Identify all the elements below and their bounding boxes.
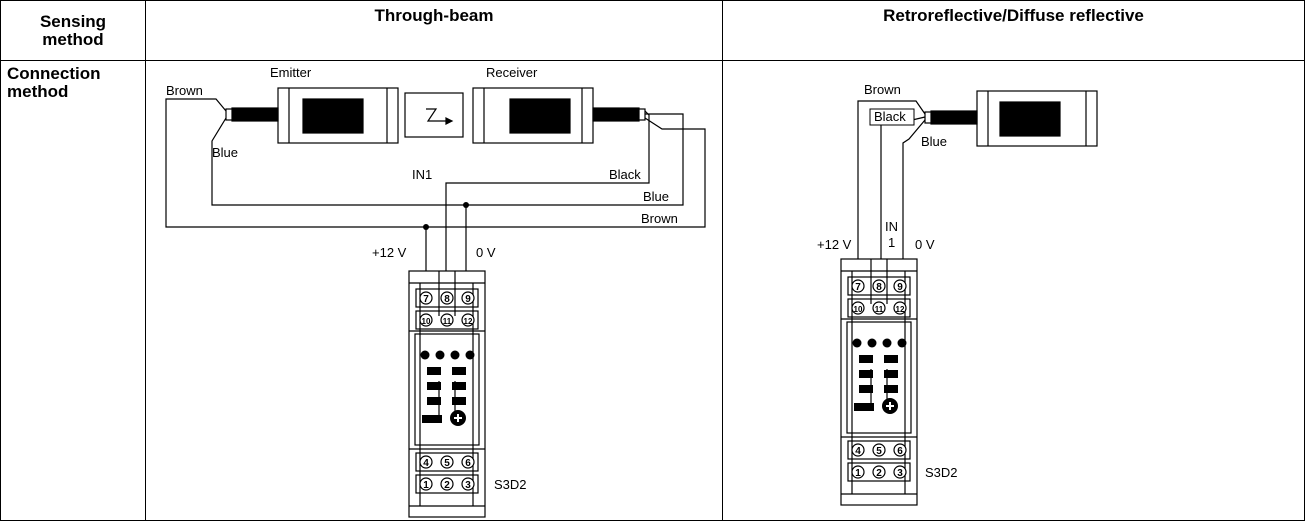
label-in1: IN1 <box>412 167 432 182</box>
row-label-connection-method: Connection method <box>7 64 101 101</box>
label-emitter: Emitter <box>270 65 312 80</box>
terminal-3: 3 <box>897 468 903 479</box>
label-brown-right: Brown <box>641 211 678 226</box>
terminal-7: 7 <box>423 294 429 305</box>
terminal-5: 5 <box>876 446 882 457</box>
header-sensing-method: Sensing method <box>0 0 146 61</box>
connection-row: Connection method <box>0 60 1305 521</box>
label-0v-2: 0 V <box>915 237 935 252</box>
indicator-panel-2 <box>852 338 907 414</box>
label-plus12v-2: +12 V <box>817 237 852 252</box>
terminal-5: 5 <box>444 458 450 469</box>
label-in: IN <box>885 219 898 234</box>
terminal-2: 2 <box>876 468 882 479</box>
terminal-6: 6 <box>897 446 903 457</box>
label-0v: 0 V <box>476 245 496 260</box>
terminal-11: 11 <box>443 317 452 326</box>
terminal-6: 6 <box>465 458 471 469</box>
label-blue-right: Blue <box>643 189 669 204</box>
row-label-cell: Connection method <box>0 60 146 521</box>
terminal-4: 4 <box>423 458 429 469</box>
label-black-right: Black <box>609 167 641 182</box>
junction-dot <box>423 224 429 230</box>
terminal-1: 1 <box>423 480 429 491</box>
through-beam-diagram-cell: 7 8 9 10 11 12 4 5 6 1 2 3 <box>145 60 723 521</box>
terminal-12: 12 <box>464 317 473 326</box>
reflective-diagram: 7 8 9 10 11 12 4 5 6 1 2 3 <box>817 82 1098 506</box>
label-blue: Blue <box>921 134 947 149</box>
terminal-10: 10 <box>854 305 863 314</box>
header-row: Sensing method Through-beam Retroreflect… <box>0 0 1305 61</box>
header-through-beam: Through-beam <box>145 0 723 61</box>
receiver-wires <box>426 110 706 271</box>
terminal-4: 4 <box>855 446 861 457</box>
label-receiver: Receiver <box>486 65 538 80</box>
terminal-7: 7 <box>855 282 861 293</box>
through-beam-diagram: 7 8 9 10 11 12 4 5 6 1 2 3 <box>165 65 706 518</box>
terminal-3: 3 <box>465 480 471 491</box>
terminal-9: 9 <box>465 294 471 305</box>
terminal-9: 9 <box>897 282 903 293</box>
terminal-8: 8 <box>444 294 450 305</box>
terminal-12: 12 <box>896 305 905 314</box>
terminal-8: 8 <box>876 282 882 293</box>
label-model: S3D2 <box>494 477 527 492</box>
label-blue-left: Blue <box>212 145 238 160</box>
terminal-10: 10 <box>422 317 431 326</box>
junction-dot <box>463 202 469 208</box>
black-label-box <box>869 108 915 126</box>
reflective-sensor <box>924 90 1098 147</box>
light-beam-symbol <box>404 92 464 138</box>
indicator-panel <box>420 350 475 426</box>
receiver-sensor <box>472 87 646 144</box>
label-in-num: 1 <box>888 235 895 250</box>
label-plus12v: +12 V <box>372 245 407 260</box>
terminal-1: 1 <box>855 468 861 479</box>
header-reflective: Retroreflective/Diffuse reflective <box>722 0 1305 61</box>
emitter-sensor <box>225 87 399 144</box>
terminal-11: 11 <box>875 305 884 314</box>
label-brown: Brown <box>864 82 901 97</box>
reflective-diagram-cell: 7 8 9 10 11 12 4 5 6 1 2 3 <box>722 60 1305 521</box>
terminal-2: 2 <box>444 480 450 491</box>
label-black: Black <box>874 109 906 124</box>
label-brown-left: Brown <box>166 83 203 98</box>
header-sensing-method-text: Sensing method <box>39 11 107 49</box>
label-model-2: S3D2 <box>925 465 958 480</box>
